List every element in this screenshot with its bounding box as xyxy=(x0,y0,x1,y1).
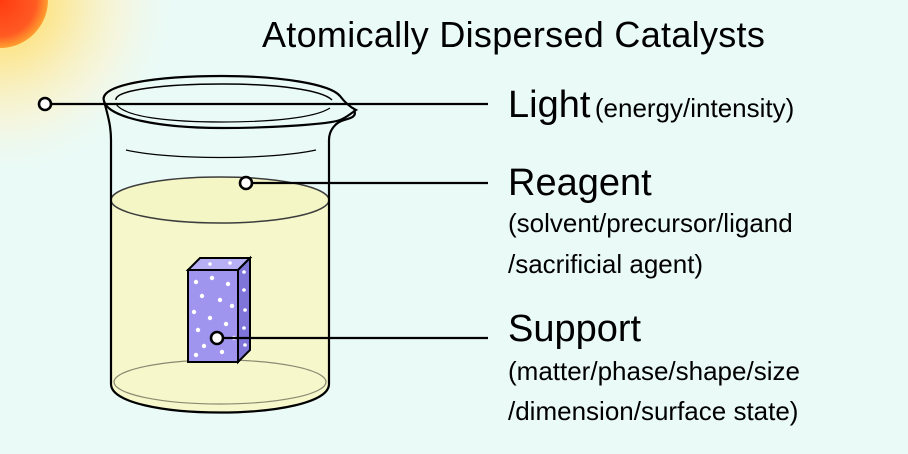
reagent-detail-line1: (solvent/precursor/ligand xyxy=(508,208,793,238)
beaker-outline xyxy=(102,100,356,414)
support-detail-line2: /dimension/surface state) xyxy=(508,396,799,426)
beaker xyxy=(102,74,359,414)
light-detail: (energy/intensity) xyxy=(594,93,795,123)
light-label: Light (energy/intensity) xyxy=(508,84,794,127)
reagent-title: Reagent xyxy=(508,162,652,204)
support-block xyxy=(185,255,253,365)
support-detail-line1: (matter/phase/shape/size xyxy=(508,356,800,386)
support-title: Support xyxy=(508,308,642,350)
callouts xyxy=(52,102,488,340)
support-marker xyxy=(209,330,225,346)
diagram-title: Atomically Dispersed Catalysts xyxy=(262,14,766,55)
reagent-detail-line2: /sacrificial agent) xyxy=(508,249,704,279)
light-title: Light xyxy=(508,84,591,126)
light-marker xyxy=(37,96,53,112)
sun-icon xyxy=(0,0,180,180)
beaker-rim xyxy=(102,74,359,130)
callout-markers xyxy=(37,96,254,346)
reagent-marker xyxy=(238,175,254,191)
